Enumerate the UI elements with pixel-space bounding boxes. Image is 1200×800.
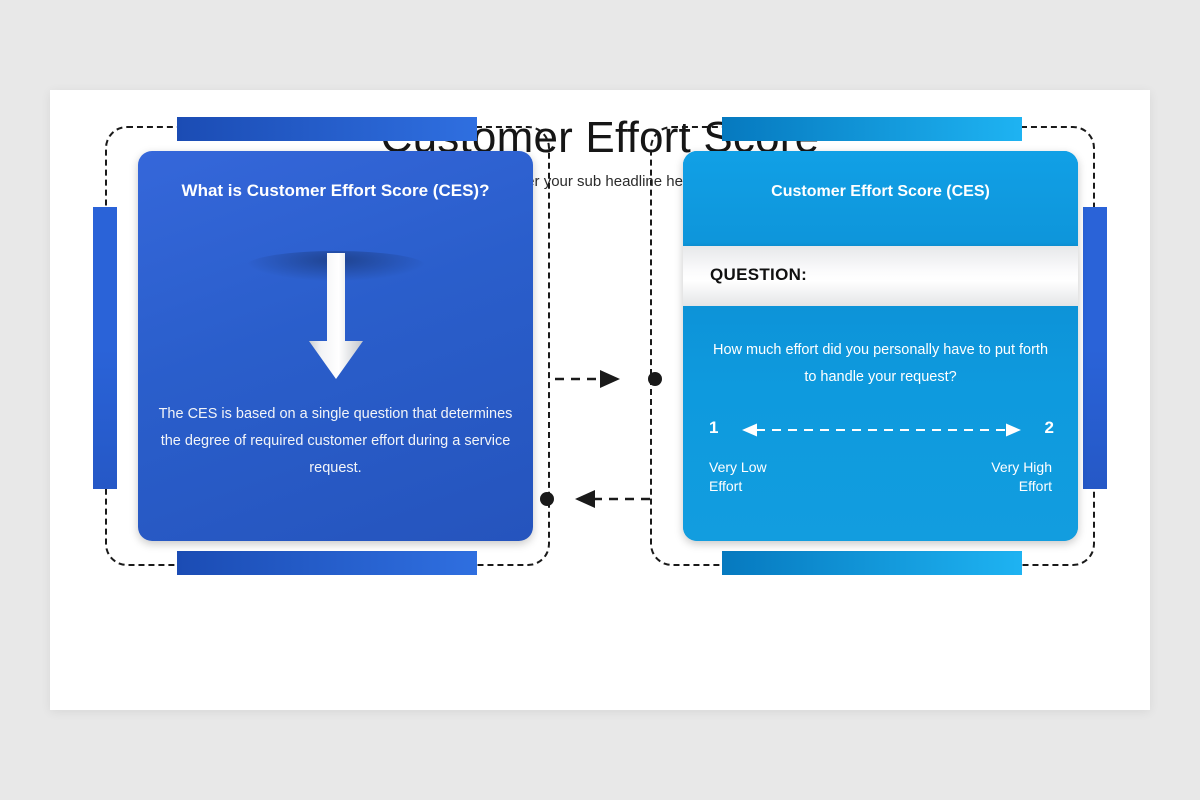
left-card-body: The CES is based on a single question th… bbox=[158, 406, 513, 476]
scale-label-high-line2: Effort bbox=[1018, 478, 1052, 494]
question-band: QUESTION: bbox=[683, 246, 1078, 306]
scale-label-low: Very Low Effort bbox=[709, 458, 767, 496]
right-panel-bar-bottom bbox=[722, 551, 1022, 575]
double-arrow-horizontal-icon bbox=[742, 423, 1021, 437]
scale-label-low-line2: Effort bbox=[709, 478, 743, 494]
left-card[interactable]: What is Customer Effort Score (CES)? bbox=[138, 151, 533, 541]
left-panel-bar-left bbox=[93, 207, 117, 489]
left-card-heading: What is Customer Effort Score (CES)? bbox=[181, 181, 490, 200]
right-panel: Customer Effort Score (CES) QUESTION: Ho… bbox=[650, 117, 1107, 575]
right-card-header-label: Customer Effort Score (CES) bbox=[771, 183, 990, 200]
arrow-right-icon bbox=[600, 370, 620, 388]
right-card[interactable]: Customer Effort Score (CES) QUESTION: Ho… bbox=[683, 151, 1078, 541]
slide-canvas: Customer Effort Score Enter your sub hea… bbox=[50, 90, 1150, 710]
scale-value-high: 2 bbox=[1044, 418, 1054, 437]
question-label: QUESTION: bbox=[710, 265, 808, 284]
arrow-left-icon bbox=[575, 490, 595, 508]
left-panel-bar-top bbox=[177, 117, 477, 141]
question-text: How much effort did you personally have … bbox=[712, 342, 1049, 385]
right-panel-bar-right bbox=[1083, 207, 1107, 489]
arrow-down-icon bbox=[309, 253, 363, 379]
right-panel-bar-top bbox=[722, 117, 1022, 141]
scale-value-low: 1 bbox=[709, 418, 719, 437]
scale-label-high: Very High Effort bbox=[991, 458, 1052, 496]
effort-scale: 1 2 bbox=[709, 418, 1054, 444]
arrow-down-graphic bbox=[138, 251, 533, 386]
right-card-body: How much effort did you personally have … bbox=[683, 306, 1078, 541]
scale-label-low-line1: Very Low bbox=[709, 459, 767, 475]
connector-right-to-left bbox=[540, 490, 650, 508]
right-card-header: Customer Effort Score (CES) bbox=[683, 151, 1078, 246]
left-panel-bar-bottom bbox=[177, 551, 477, 575]
connector-left-to-right bbox=[555, 370, 662, 388]
page-subtitle: Enter your sub headline here bbox=[503, 173, 697, 190]
left-panel: What is Customer Effort Score (CES)? bbox=[93, 117, 550, 575]
scale-label-high-line1: Very High bbox=[991, 459, 1052, 475]
